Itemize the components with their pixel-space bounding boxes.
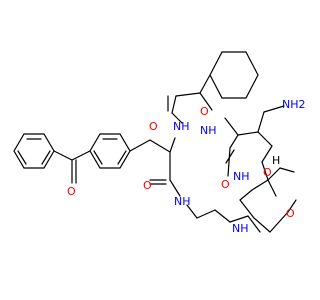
label-nh-cha: NH [173,120,190,133]
cyclohexyl-ring [209,51,259,99]
label-stereo-h: H [272,154,280,167]
acid-lactam [239,167,297,233]
label-nh-bpa: NH [200,124,217,137]
label-nh-lys: NH [233,170,250,183]
label-o-bpa-carbonyl: O [143,179,152,192]
label-o-benzophenone: O [67,185,76,198]
label-o-lys-carbonyl: O [200,105,209,118]
label-o-acid-2: O [263,166,272,179]
label-nh2: NH2 [282,98,306,111]
label-o-cha-carbonyl: O [149,120,158,133]
molecule-structure: O O NH NH O NH O NH2 NH O O H O NH [13,51,306,235]
label-nh-lactam: NH [232,222,249,235]
lower-linker-chain [186,204,261,233]
benzophenone-carbonyl [53,150,91,184]
lys-side-chain [257,105,285,133]
bpa-backbone [129,137,181,197]
label-nh-ring-lys: NH [174,195,191,208]
label-o-lactam: O [286,207,295,220]
cha-backbone [167,74,213,124]
label-o-acid-1: O [221,178,230,191]
phenyl-ring-benzoyl [13,133,55,169]
lys-backbone [224,117,273,181]
phenyl-ring-bpa [89,133,131,169]
